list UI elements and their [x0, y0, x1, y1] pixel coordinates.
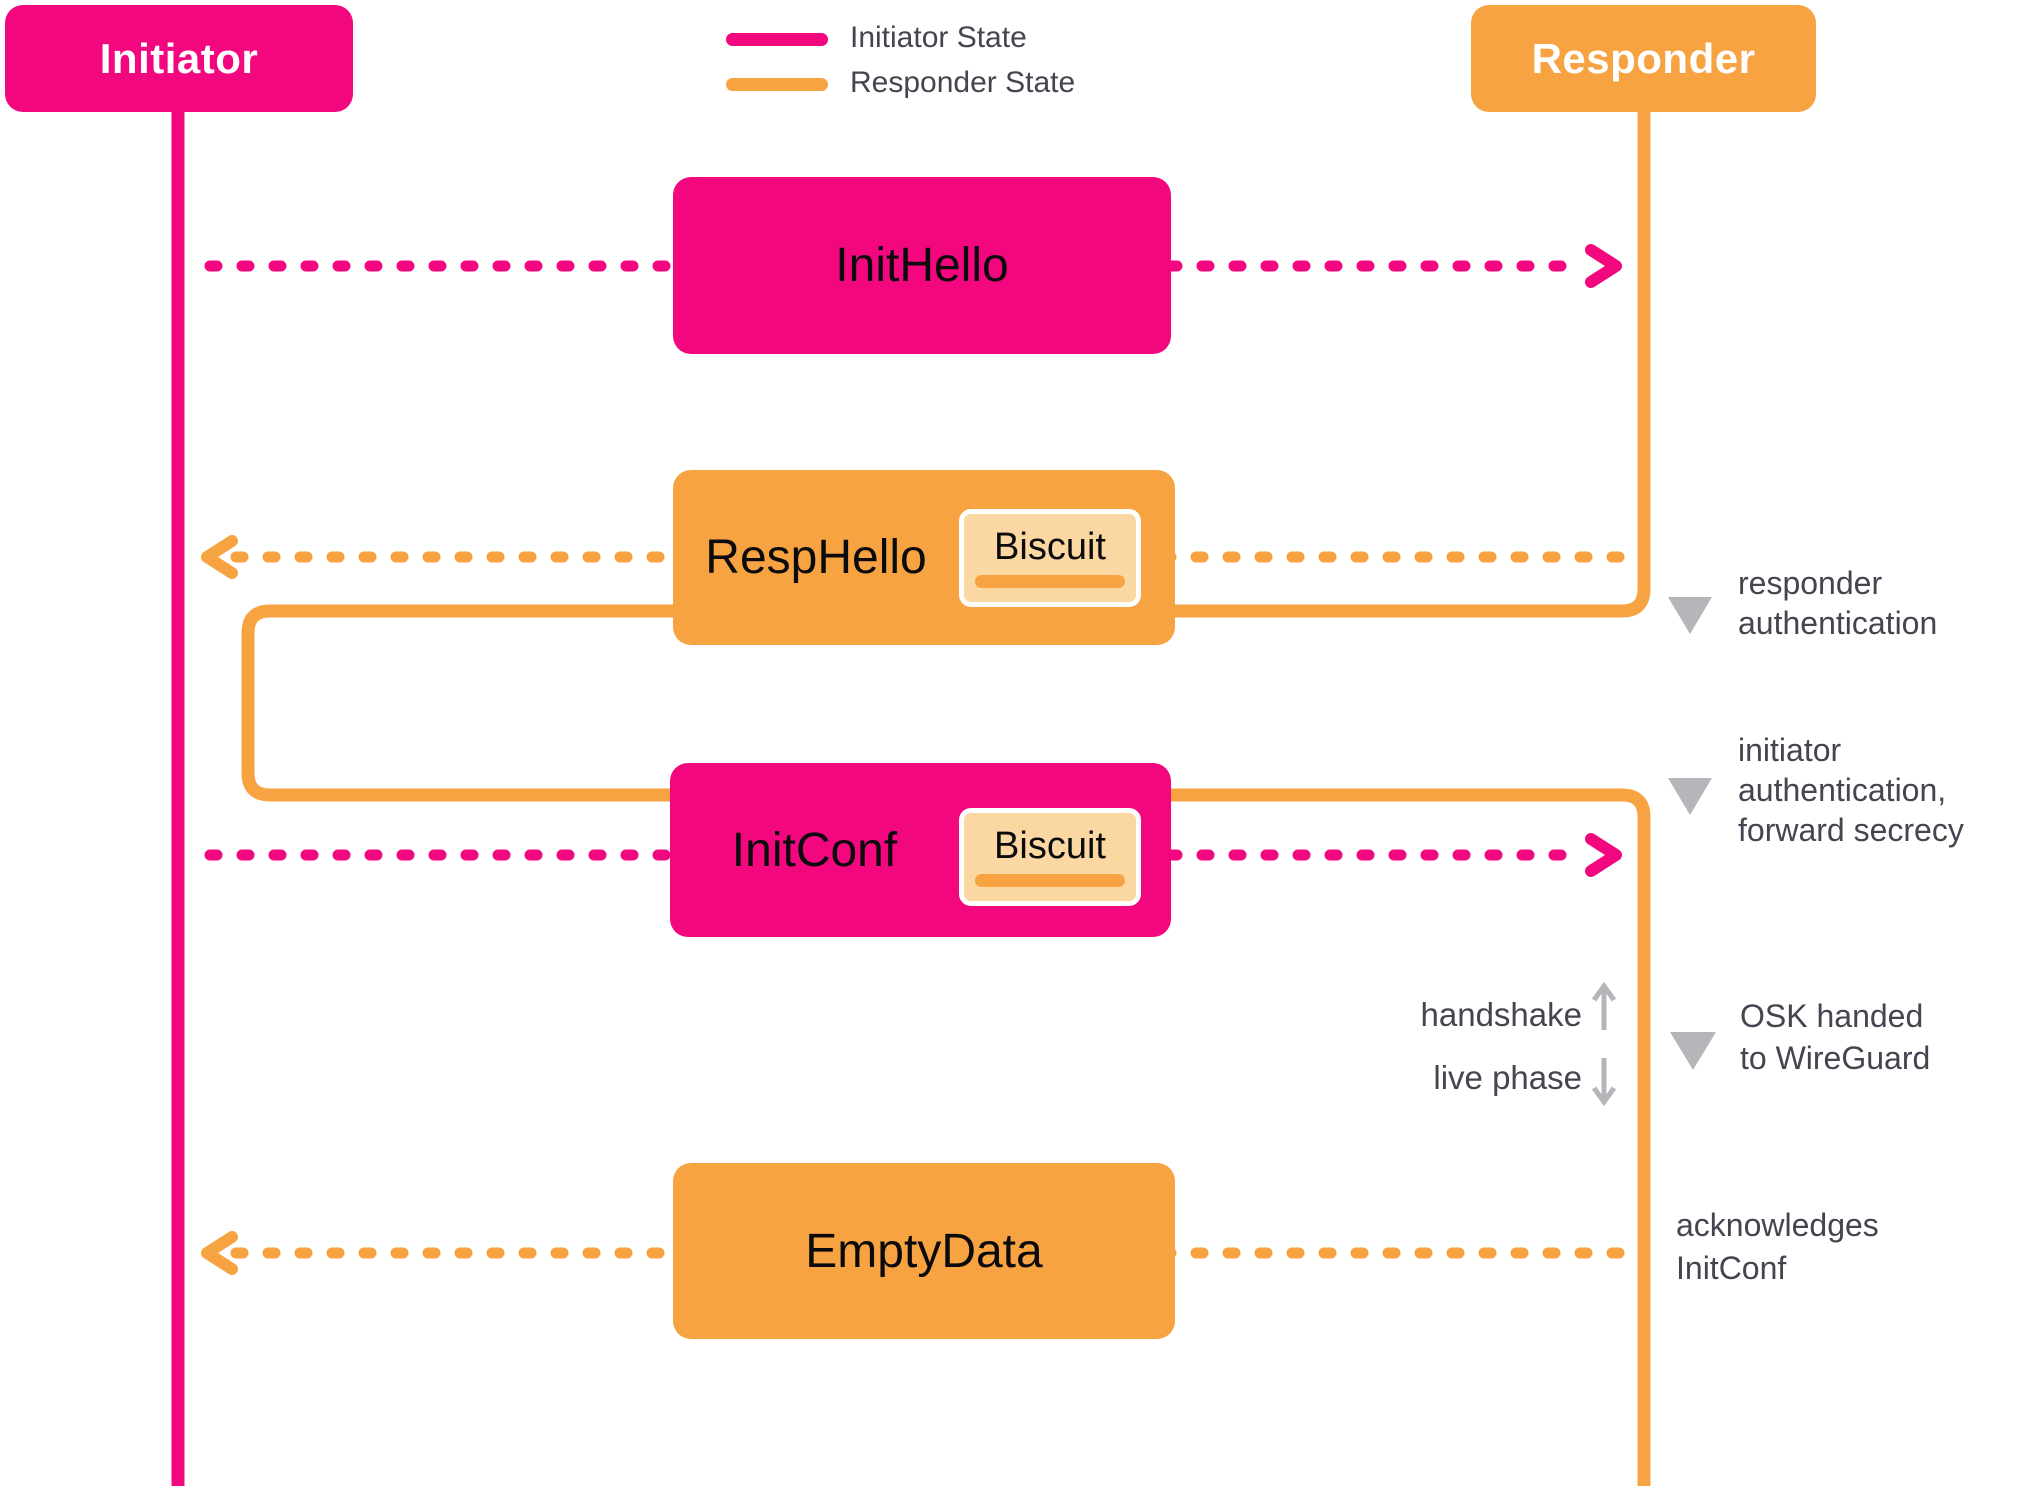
init-hello-box: InitHello [673, 177, 1171, 354]
annotation-line: initiator [1738, 732, 1842, 768]
empty-data-arrowhead-icon [201, 1231, 238, 1275]
biscuit-bar-icon [975, 575, 1125, 588]
resp-hello-biscuit-box: Biscuit [959, 509, 1141, 607]
initiator-label: Initiator [99, 34, 259, 82]
resp-hello-arrowhead-icon [201, 535, 238, 579]
annotation-line: InitConf [1676, 1250, 1787, 1286]
resp-hello-label: RespHello [705, 531, 927, 584]
annotation-line: authentication [1738, 605, 1938, 641]
init-conf-box: InitConf Biscuit [670, 763, 1171, 937]
annotation-line: authentication, [1738, 772, 1947, 808]
legend-label-initiator-state: Initiator State [850, 21, 1027, 54]
up-arrow-icon [1591, 981, 1617, 1030]
init-conf-label: InitConf [731, 823, 898, 877]
annotation-responder-authentication: responder authentication [1738, 563, 1937, 643]
biscuit-bar-icon [975, 874, 1125, 887]
annotation-line: forward secrecy [1738, 812, 1964, 848]
empty-data-box: EmptyData [673, 1163, 1175, 1339]
init-hello-label: InitHello [835, 239, 1009, 292]
empty-data-label: EmptyData [805, 1224, 1043, 1278]
legend-swatch-responder-state [726, 78, 828, 91]
annotation-acknowledges-initconf: acknowledges InitConf [1676, 1204, 1879, 1290]
annotation-line: to WireGuard [1740, 1040, 1931, 1076]
legend-label-responder-state: Responder State [850, 66, 1076, 99]
live-phase-label: live phase [1433, 1059, 1582, 1096]
initiator-header: Initiator [5, 5, 353, 112]
down-arrow-icon [1591, 1058, 1617, 1107]
init-conf-arrowhead-icon [1585, 833, 1622, 877]
annotation-initiator-authentication: initiator authentication, forward secrec… [1738, 730, 1964, 850]
init-conf-biscuit-label: Biscuit [994, 825, 1106, 867]
handshake-phase-label: handshake [1420, 996, 1582, 1033]
annotation-line: OSK handed [1740, 998, 1924, 1034]
init-conf-biscuit-box: Biscuit [959, 808, 1141, 906]
init-hello-arrowhead-icon [1585, 244, 1622, 288]
responder-label: Responder [1531, 34, 1756, 82]
down-triangle-icon [1668, 778, 1712, 815]
resp-hello-biscuit-label: Biscuit [994, 526, 1106, 568]
annotation-line: acknowledges [1676, 1207, 1879, 1243]
annotation-line: responder [1738, 565, 1883, 601]
responder-header: Responder [1471, 5, 1816, 112]
resp-hello-box: RespHello Biscuit [673, 470, 1175, 645]
down-triangle-icon [1668, 597, 1712, 634]
down-triangle-icon [1670, 1032, 1716, 1070]
annotation-osk-handed: OSK handed to WireGuard [1740, 995, 1930, 1079]
legend-swatch-initiator-state [726, 33, 828, 46]
responder-lifeline-loop [241, 108, 1651, 1486]
